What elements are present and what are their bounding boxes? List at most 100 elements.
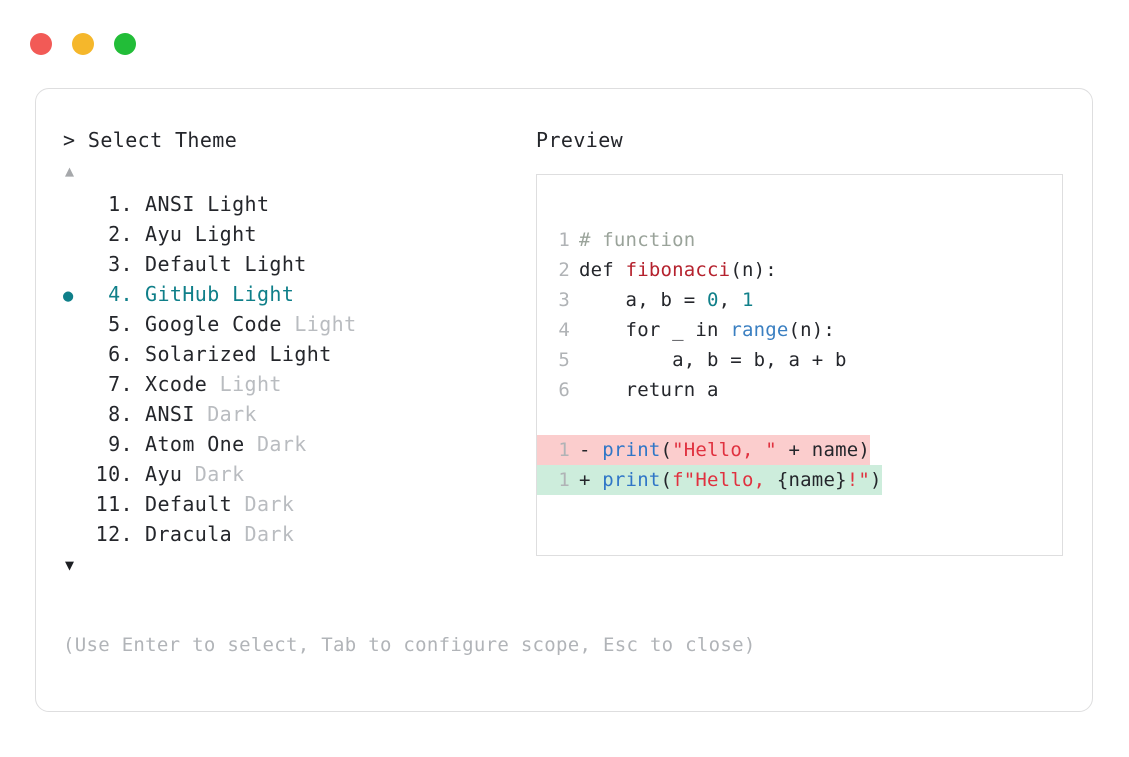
theme-list-item[interactable]: 7.Xcode Light [63, 369, 533, 399]
close-dot[interactable] [30, 33, 52, 55]
theme-item-variant: Light [244, 252, 307, 276]
theme-item-space [282, 312, 294, 336]
theme-item-space [182, 462, 194, 486]
theme-item-label: Dracula Dark [133, 519, 294, 549]
theme-item-number: 6. [108, 342, 133, 366]
theme-list-item[interactable]: 5.Google Code Light [63, 309, 533, 339]
theme-item-name: ANSI [145, 402, 195, 426]
scroll-up-icon[interactable]: ▲ [65, 162, 75, 180]
theme-list-item[interactable]: 12.Dracula Dark [63, 519, 533, 549]
diff-line-removed: 1- print("Hello, " + name) [537, 435, 1062, 465]
theme-item-variant: Light [294, 312, 357, 336]
theme-item-name: Dracula [145, 522, 233, 546]
theme-item-variant: Dark [244, 492, 295, 516]
code-token-plain: a, b = [579, 289, 708, 311]
code-token-number: 1 [741, 289, 754, 311]
preview-heading: Preview [536, 128, 624, 152]
code-token-func: fibonacci [625, 259, 731, 281]
maximize-dot[interactable] [114, 33, 136, 55]
theme-item-number: 4. [108, 282, 133, 306]
theme-item-number: 5. [108, 312, 133, 336]
theme-item-space [195, 192, 207, 216]
theme-item-number: 1. [108, 192, 133, 216]
code-line-content: a, b = 0, 1 [579, 285, 754, 315]
minimize-dot[interactable] [72, 33, 94, 55]
theme-item-name: ANSI [145, 192, 195, 216]
code-line-content: return a [579, 375, 719, 405]
theme-item-label: ANSI Dark [133, 399, 257, 429]
diff-sign: - [579, 439, 603, 461]
code-line: 1 # function [537, 225, 1062, 255]
theme-item-variant: Dark [244, 522, 295, 546]
diff-line-number: 1 [537, 465, 579, 495]
scroll-down-icon[interactable]: ▼ [65, 556, 75, 574]
theme-item-label: Google Code Light [133, 309, 357, 339]
code-token-plain: + name) [776, 439, 871, 461]
theme-list-item[interactable]: 2.Ayu Light [63, 219, 533, 249]
code-token-plain: for _ in [579, 319, 731, 341]
code-line: 4 for _ in range(n): [537, 315, 1062, 345]
theme-item-variant: Light [219, 372, 282, 396]
code-token-string: f"Hello, [672, 469, 777, 491]
theme-item-space [207, 372, 219, 396]
theme-list-item[interactable]: 11.Default Dark [63, 489, 533, 519]
select-theme-prompt: > Select Theme [63, 128, 238, 152]
theme-list-item[interactable]: 6.Solarized Light [63, 339, 533, 369]
theme-item-variant: Light [207, 192, 270, 216]
theme-item-label: ANSI Light [133, 189, 269, 219]
theme-item-space [232, 492, 244, 516]
theme-item-variant: Dark [194, 462, 245, 486]
theme-item-number: 2. [108, 222, 133, 246]
code-line-content: for _ in range(n): [579, 315, 835, 345]
code-token-plain: ( [660, 469, 673, 491]
code-line-number: 1 [558, 229, 570, 251]
code-token-plain: return a [579, 379, 719, 401]
code-line-number: 4 [558, 319, 570, 341]
theme-item-variant: Dark [207, 402, 257, 426]
theme-list-item[interactable]: 10.Ayu Dark [63, 459, 533, 489]
theme-list-item[interactable]: 3.Default Light [63, 249, 533, 279]
theme-item-name: Default [145, 492, 233, 516]
theme-item-name: Atom One [145, 432, 245, 456]
theme-item-name: Ayu [145, 222, 183, 246]
code-token-print: print [602, 469, 661, 491]
code-line-content: def fibonacci(n): [579, 255, 777, 285]
theme-list-item[interactable]: ●4.GitHub Light [63, 279, 533, 309]
theme-list-item[interactable]: 8.ANSI Dark [63, 399, 533, 429]
theme-item-name: Solarized [145, 342, 257, 366]
theme-item-name: Default [145, 252, 233, 276]
code-token-string: "Hello, " [672, 439, 777, 461]
theme-item-number: 12. [95, 522, 133, 546]
code-token-plain: (n): [730, 259, 777, 281]
theme-item-label: GitHub Light [133, 279, 294, 309]
window-traffic-lights [30, 33, 136, 55]
code-line: 6 return a [537, 375, 1062, 405]
code-token-string: !" [846, 469, 871, 491]
theme-item-variant: Dark [256, 432, 307, 456]
theme-list-item[interactable]: 9. Atom One Dark [63, 429, 533, 459]
diff-line-number: 1 [537, 435, 579, 465]
theme-item-name: GitHub [145, 282, 220, 306]
theme-item-number: 7. [108, 372, 133, 396]
code-token-builtin: range [730, 319, 789, 341]
code-token-print: print [602, 439, 661, 461]
diff-sign: + [579, 469, 603, 491]
code-line-number: 3 [558, 289, 570, 311]
theme-item-name: Google Code [145, 312, 282, 336]
theme-item-number: 9. [108, 432, 133, 456]
diff-line-content: - print("Hello, " + name) [579, 435, 871, 465]
theme-item-space [232, 252, 244, 276]
theme-item-space [232, 522, 244, 546]
code-token-plain: (n): [788, 319, 836, 341]
theme-item-variant: Light [232, 282, 295, 306]
code-line-number: 5 [558, 349, 570, 371]
theme-list-item[interactable]: 1.ANSI Light [63, 189, 533, 219]
diff-line-content: + print(f"Hello, {name}!") [579, 465, 882, 495]
theme-item-label: Xcode Light [133, 369, 282, 399]
code-token-comment: # function [579, 229, 696, 251]
